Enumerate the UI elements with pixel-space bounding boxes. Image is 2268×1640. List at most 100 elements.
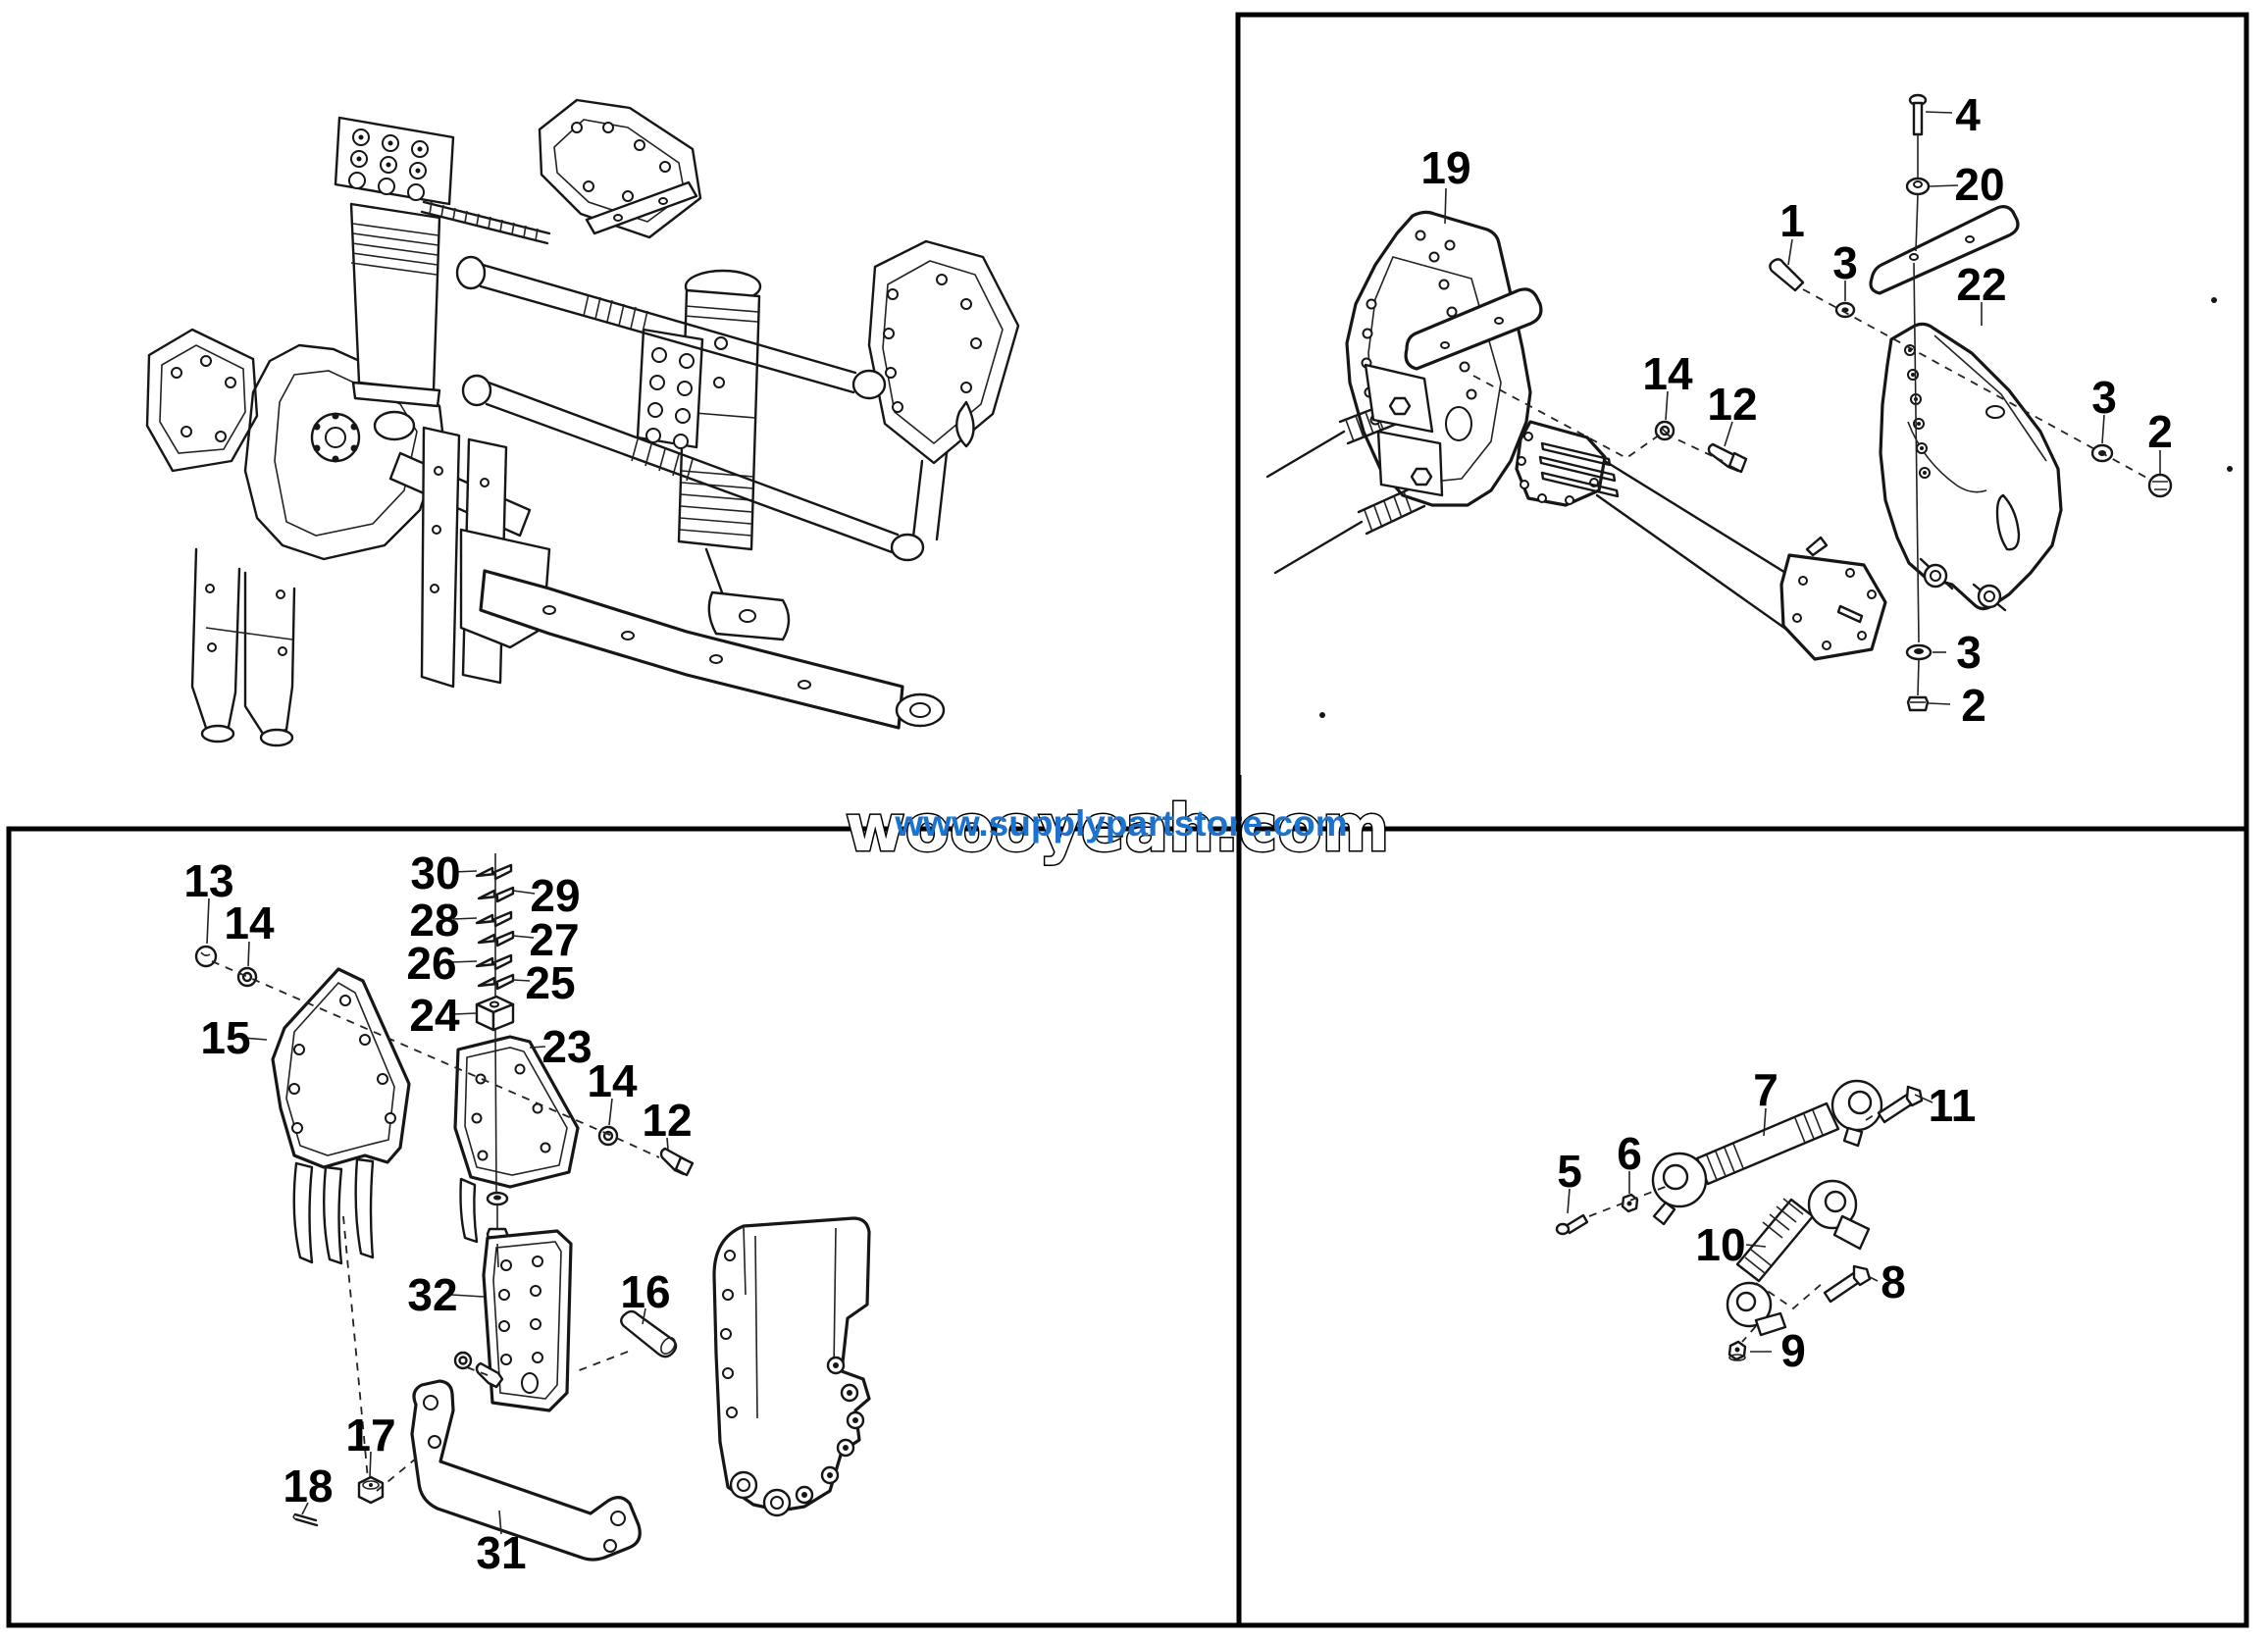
callout-bottom-left-14b: 14 bbox=[587, 1055, 638, 1106]
frame-arch-inner bbox=[274, 370, 418, 537]
callout-top-right-12: 12 bbox=[1707, 379, 1757, 430]
callout-bottom-right-7: 7 bbox=[1753, 1064, 1778, 1115]
bottom-right-box bbox=[1236, 826, 2249, 1628]
washer-14b-icon bbox=[597, 1125, 619, 1147]
callout-bottom-left-24: 24 bbox=[409, 990, 460, 1041]
callout-bottom-left-18: 18 bbox=[283, 1461, 333, 1512]
callout-bottom-left-23: 23 bbox=[541, 1021, 592, 1072]
bottom-left-panel bbox=[194, 853, 871, 1562]
torque-arm bbox=[1515, 420, 1887, 661]
callout-bottom-left-17: 17 bbox=[345, 1409, 395, 1461]
plate-icon bbox=[1869, 205, 2020, 295]
cylinder-2-bolts bbox=[645, 347, 695, 449]
watermark-outline-text: woooyeah.com bbox=[846, 791, 1390, 866]
leader-lines-bottom-right bbox=[1567, 1094, 1933, 1353]
tie-rod-1 bbox=[455, 255, 887, 400]
left-wing-inner bbox=[159, 344, 246, 454]
top-center-wing-bracket bbox=[538, 98, 702, 239]
washer-bolt-32 bbox=[453, 1351, 504, 1389]
callout-top-right-1: 1 bbox=[1779, 195, 1805, 246]
bolt-8-icon bbox=[1823, 1264, 1872, 1304]
watermark: woooyeah.com www.supplypartstore.com bbox=[844, 775, 1391, 888]
diagonal-strut bbox=[388, 451, 532, 538]
callout-bottom-left-29: 29 bbox=[530, 870, 580, 921]
callout-bottom-left-28: 28 bbox=[409, 895, 459, 946]
pin-12-bl-icon bbox=[659, 1147, 695, 1177]
callout-bottom-right-10: 10 bbox=[1695, 1219, 1745, 1270]
leader-lines-bottom-left bbox=[206, 853, 669, 1535]
callout-bottom-right-9: 9 bbox=[1780, 1325, 1806, 1376]
bolt-11-icon bbox=[1877, 1085, 1924, 1124]
callout-bottom-left-13: 13 bbox=[183, 855, 233, 906]
center-bracket-plates bbox=[420, 426, 551, 689]
washer-14a-icon bbox=[236, 966, 258, 988]
callout-top-right-2b: 2 bbox=[1961, 680, 1986, 731]
callout-bottom-left-25: 25 bbox=[525, 957, 575, 1008]
nut-17-icon bbox=[357, 1475, 385, 1505]
panel-borders bbox=[6, 12, 2249, 1628]
cylinder-1-bolts bbox=[348, 128, 429, 201]
bottom-right-panel bbox=[1555, 1079, 1933, 1361]
pin-16-icon bbox=[620, 1309, 678, 1358]
callout-top-right-20: 20 bbox=[1954, 159, 2004, 210]
callout-bottom-left-15: 15 bbox=[200, 1012, 250, 1063]
cotter-18-icon bbox=[292, 1512, 319, 1527]
cylinder-1-ribs bbox=[350, 223, 439, 276]
suspension-cylinder-2 bbox=[636, 269, 791, 641]
nut-9-icon bbox=[1727, 1340, 1747, 1361]
frame-arch-lower bbox=[243, 469, 422, 561]
callout-bottom-right-8: 8 bbox=[1881, 1256, 1906, 1307]
toothed-strip bbox=[420, 200, 551, 245]
suspension-cylinder-1 bbox=[334, 116, 455, 441]
bracket-19 bbox=[1345, 210, 1543, 507]
bracket-19-plate bbox=[1404, 287, 1543, 371]
callout-bottom-left-26: 26 bbox=[406, 938, 456, 989]
callout-top-right-3a: 3 bbox=[1832, 237, 1858, 288]
callout-top-right-2a: 2 bbox=[2147, 406, 2173, 457]
right-wing-bracket bbox=[867, 239, 1020, 547]
bracket-22 bbox=[1879, 322, 2063, 612]
callout-bottom-right-11: 11 bbox=[1929, 1080, 1977, 1131]
top-right-panel bbox=[1265, 93, 2233, 718]
front-legs bbox=[190, 547, 296, 747]
hex-bolt bbox=[1388, 396, 1412, 416]
callout-top-right-3c: 3 bbox=[1956, 627, 1982, 678]
callout-top-right-4: 4 bbox=[1955, 89, 1981, 140]
callout-bottom-left-14a: 14 bbox=[224, 897, 275, 948]
bracket-15 bbox=[271, 967, 411, 1265]
circular-mount bbox=[310, 412, 361, 463]
pin-12-icon bbox=[1707, 442, 1748, 474]
frame-arch-outer bbox=[243, 343, 445, 512]
bolt-4-icon bbox=[1908, 93, 1928, 136]
strap-31 bbox=[410, 1379, 642, 1562]
callout-top-right-3b: 3 bbox=[2091, 372, 2117, 423]
bottom-rail bbox=[479, 569, 946, 730]
washer-20-icon bbox=[1905, 177, 1931, 196]
bracket-right-large bbox=[712, 1216, 871, 1517]
callout-top-right-22: 22 bbox=[1956, 259, 2006, 310]
bracket-right-bolts bbox=[795, 1356, 865, 1505]
pin-1-icon bbox=[1769, 258, 1805, 292]
bracket-23 bbox=[453, 1035, 580, 1244]
bracket-32 bbox=[482, 1229, 573, 1412]
hex-bolt bbox=[1410, 467, 1433, 487]
nut-6-icon bbox=[1621, 1193, 1639, 1213]
callout-bottom-left-27: 27 bbox=[529, 914, 579, 965]
callout-bottom-left-16: 16 bbox=[620, 1266, 670, 1317]
block-24-icon bbox=[475, 995, 515, 1032]
torque-rod-7 bbox=[1651, 1079, 1883, 1226]
bolt-2a-icon bbox=[2147, 473, 2173, 498]
torque-rod-10 bbox=[1726, 1179, 1871, 1337]
callout-top-right-19: 19 bbox=[1420, 142, 1470, 193]
washer-3a-icon bbox=[1834, 301, 1856, 319]
left-wing-plate bbox=[145, 328, 259, 473]
ball-13-icon bbox=[194, 945, 218, 968]
washer-3c-icon bbox=[1905, 643, 1933, 661]
axle-stub-coils bbox=[1265, 363, 1444, 718]
callout-bottom-left-12: 12 bbox=[642, 1095, 692, 1146]
assembly-overview-drawing bbox=[145, 98, 1020, 747]
